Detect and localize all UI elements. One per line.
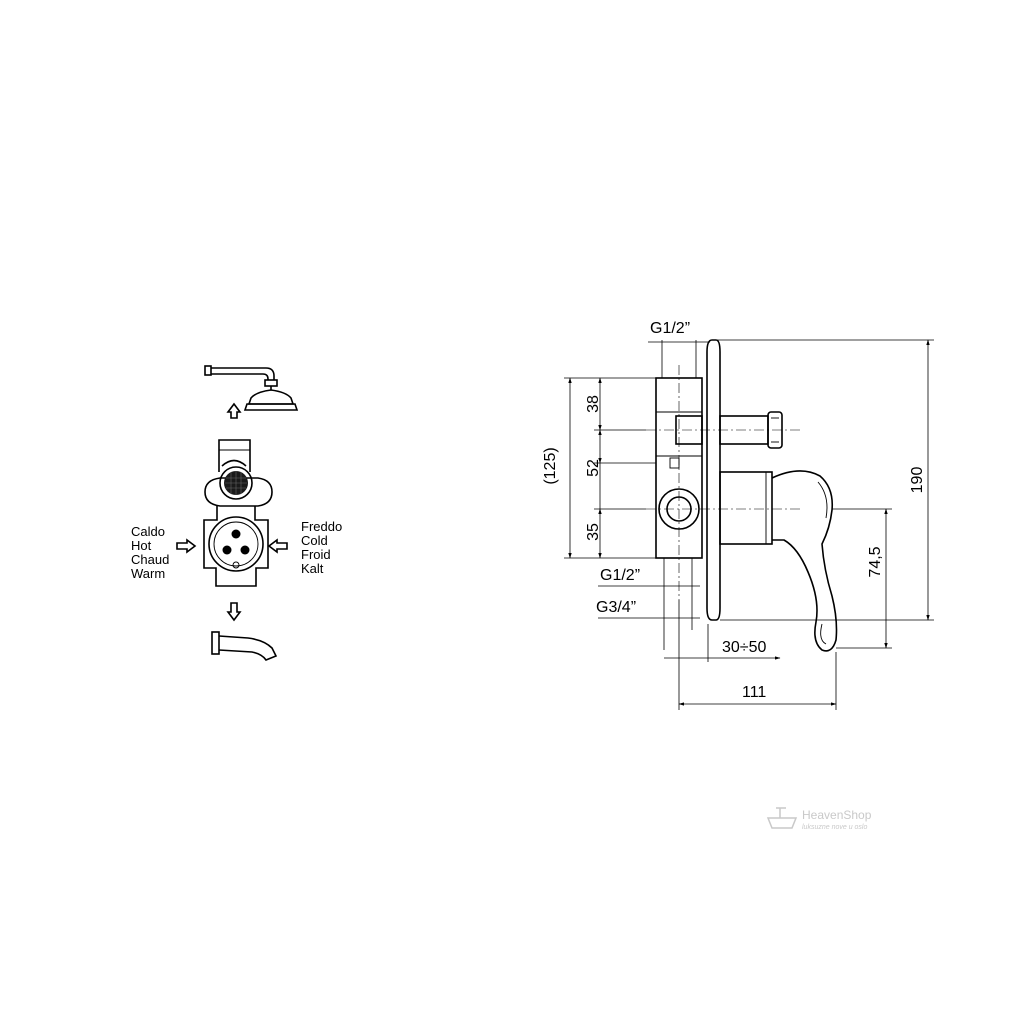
hot-label-de: Warm [131,566,165,581]
dim-bottom-thread-2: G3/4” [596,599,636,616]
dim-52: 52 [585,459,602,477]
hot-label-it: Caldo [131,524,165,539]
dim-111: 111 [742,684,766,701]
arrow-right-icon [176,538,197,554]
arrow-down-icon [226,602,242,622]
arrow-left-icon [267,538,288,554]
watermark-tagline: luksuzne nove u oslo [802,824,867,831]
watermark: HeavenShop luksuzne nove u oslo [766,807,872,831]
cold-label-de: Kalt [301,561,324,576]
bath-spout-icon [211,631,278,661]
watermark-brand: HeavenShop [802,808,872,822]
shower-head-icon [204,365,299,411]
dim-35: 35 [585,523,602,541]
dim-30-50: 30÷50 [722,639,766,656]
arrow-up-icon [226,402,242,419]
flow-schematic: Caldo Hot Chaud Warm Freddo Cold Froid K… [131,365,342,661]
lever-handle [771,470,838,652]
wall-plate [706,339,721,621]
dim-bottom-thread-1: G1/2” [600,567,640,584]
dim-top-thread: G1/2” [650,320,690,337]
bathtub-logo-icon [766,807,798,829]
dim-125: (125) [542,447,559,484]
hot-label-en: Hot [131,538,152,553]
dim-74-5: 74,5 [867,546,884,577]
cold-label-fr: Froid [301,547,331,562]
hot-label-fr: Chaud [131,552,169,567]
dim-190: 190 [909,467,926,494]
side-elevation-drawing: G1/2” 38 52 35 (125) 190 74,5 G1/2” G3/4… [542,320,934,710]
dim-38: 38 [585,395,602,413]
cold-label-en: Cold [301,533,328,548]
cold-label-it: Freddo [301,519,342,534]
cartridge-sleeve [719,471,773,545]
mixer-body-icon [203,439,273,587]
